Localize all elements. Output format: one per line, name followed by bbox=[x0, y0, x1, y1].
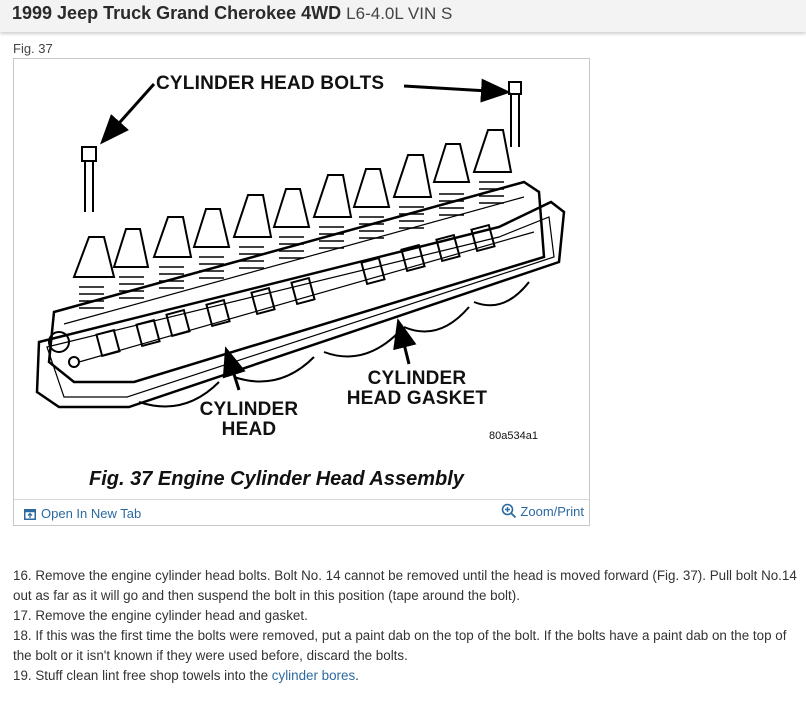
step-16: 16. Remove the engine cylinder head bolt… bbox=[13, 568, 797, 603]
step-19-prefix: 19. Stuff clean lint free shop towels in… bbox=[13, 668, 272, 683]
figure-caption: Fig. 37 Engine Cylinder Head Assembly bbox=[89, 468, 464, 490]
callout-gasket-line1: CYLINDER bbox=[367, 368, 467, 389]
page-title: 1999 Jeep Truck Grand Cherokee 4WD L6-4.… bbox=[12, 3, 452, 24]
step-19-suffix: . bbox=[355, 668, 359, 683]
zoom-print-label: Zoom/Print bbox=[520, 503, 584, 519]
callout-head-line2: HEAD bbox=[221, 419, 277, 440]
callout-cylinder-head-gasket: CYLINDER HEAD GASKET bbox=[337, 369, 497, 409]
step-18: 18. If this was the first time the bolts… bbox=[13, 628, 787, 663]
engine-spec: L6-4.0L VIN S bbox=[346, 4, 453, 23]
callout-cylinder-head: CYLINDER HEAD bbox=[189, 400, 309, 440]
vehicle-title: 1999 Jeep Truck Grand Cherokee 4WD bbox=[12, 3, 342, 23]
open-in-new-tab-icon bbox=[24, 508, 36, 520]
part-code: 80a534a1 bbox=[489, 430, 538, 442]
figure-box: CYLINDER HEAD BOLTS CYLINDER HEAD GASKET… bbox=[13, 58, 590, 526]
page-header: 1999 Jeep Truck Grand Cherokee 4WD L6-4.… bbox=[0, 0, 806, 32]
callout-cylinder-head-bolts: CYLINDER HEAD BOLTS bbox=[156, 74, 384, 94]
figure-footer: Open In New Tab Zoom/Print bbox=[14, 499, 589, 526]
zoom-in-icon bbox=[502, 503, 517, 519]
procedure-steps: 16. Remove the engine cylinder head bolt… bbox=[13, 566, 801, 686]
open-in-new-tab-label: Open In New Tab bbox=[41, 506, 142, 521]
callout-gasket-line2: HEAD GASKET bbox=[346, 388, 488, 409]
cylinder-head-diagram bbox=[35, 78, 566, 409]
callout-head-line1: CYLINDER bbox=[199, 399, 299, 420]
step-17: 17. Remove the engine cylinder head and … bbox=[13, 608, 308, 623]
figure-label: Fig. 37 bbox=[13, 41, 53, 56]
zoom-print-link[interactable]: Zoom/Print bbox=[501, 503, 584, 519]
figure-illustration: CYLINDER HEAD BOLTS CYLINDER HEAD GASKET… bbox=[19, 62, 584, 552]
cylinder-bores-link[interactable]: cylinder bores bbox=[271, 668, 356, 683]
step-19: 19. Stuff clean lint free shop towels in… bbox=[13, 666, 801, 686]
callout-bolts-text: CYLINDER HEAD BOLTS bbox=[156, 73, 385, 94]
open-in-new-tab-link[interactable]: Open In New Tab bbox=[24, 506, 141, 521]
